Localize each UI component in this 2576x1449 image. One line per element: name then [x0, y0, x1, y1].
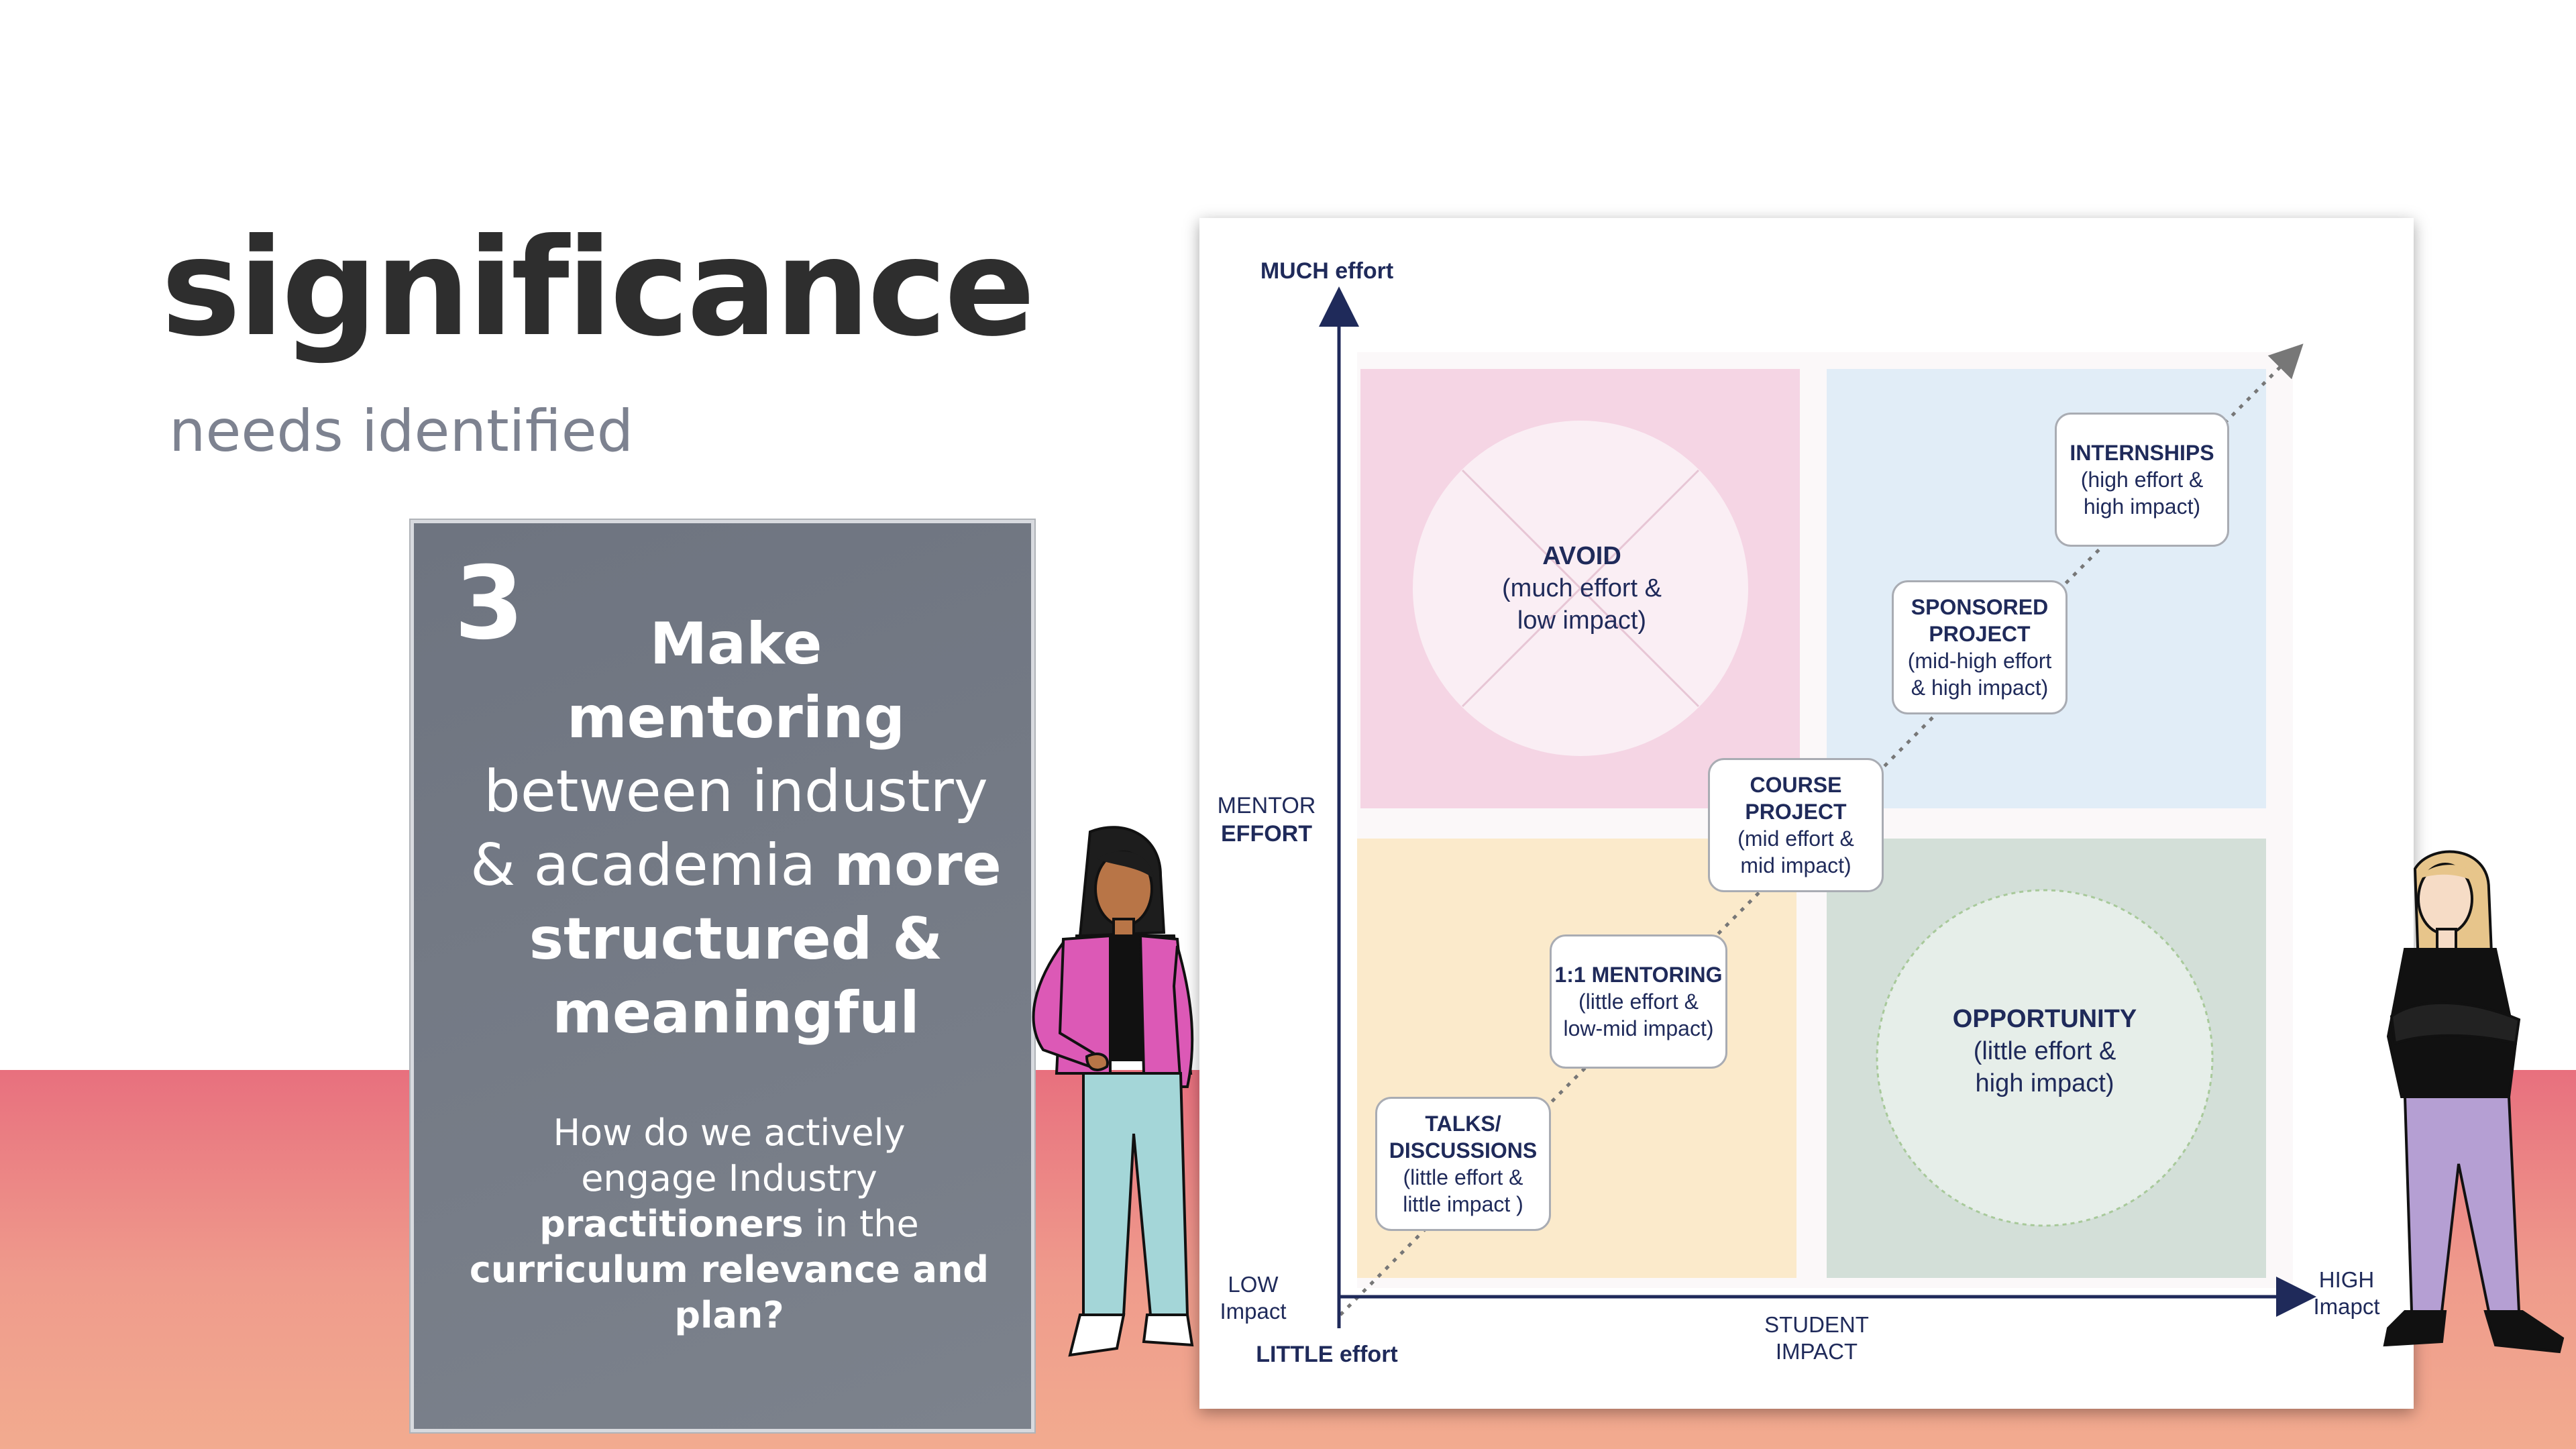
x-axis-low-line: Impact: [1220, 1299, 1287, 1324]
opportunity-desc: (little effort &: [1973, 1037, 2116, 1065]
y-axis-label-line: EFFORT: [1221, 821, 1312, 847]
node-desc: (mid-high effort: [1907, 649, 2052, 673]
node-desc: (high effort &: [2080, 468, 2204, 492]
avoid-title: AVOID: [1542, 542, 1621, 570]
node-internships: INTERNSHIPS (high effort & high impact): [2055, 413, 2229, 547]
y-axis-label: MENTOR EFFORT: [1216, 792, 1317, 848]
node-title: SPONSORED: [1911, 595, 2049, 619]
x-axis-high-line: Imapct: [2313, 1294, 2380, 1319]
card-headline: Make mentoring between industry & academ…: [454, 607, 1018, 1050]
headline-text: mentoring: [566, 684, 906, 751]
need-card: 3 Make mentoring between industry & acad…: [411, 520, 1034, 1432]
opportunity-circle: [1876, 889, 2214, 1227]
opportunity-desc: high impact): [1975, 1069, 2114, 1097]
x-axis-label-line: STUDENT: [1764, 1312, 1869, 1337]
opportunity-title: OPPORTUNITY: [1952, 1005, 2137, 1033]
node-desc: little impact ): [1403, 1192, 1523, 1216]
question-text: plan?: [674, 1294, 784, 1336]
node-title: INTERNSHIPS: [2070, 441, 2214, 465]
avoid-cross-line: [1461, 469, 1700, 708]
node-1-1-mentoring: 1:1 MENTORING (little effort & low-mid i…: [1550, 934, 1727, 1069]
card-number: 3: [454, 545, 525, 662]
x-axis-low-label: LOW Impact: [1210, 1271, 1297, 1325]
avoid-label: AVOID (much effort & low impact): [1468, 540, 1696, 637]
avoid-desc: (much effort &: [1502, 574, 1662, 602]
x-axis-high-line: HIGH: [2318, 1267, 2375, 1292]
card-question: How do we actively engage Industry pract…: [454, 1110, 1004, 1338]
x-axis-high-label: HIGH Imapct: [2300, 1267, 2394, 1320]
page-title: significance: [161, 210, 1035, 366]
headline-text: structured &: [529, 906, 943, 973]
headline-text: meaningful: [552, 979, 920, 1046]
node-talks-discussions: TALKS/ DISCUSSIONS (little effort & litt…: [1375, 1097, 1551, 1231]
headline-text: Make: [649, 610, 822, 678]
node-desc: high impact): [2083, 494, 2201, 519]
node-sponsored-project: SPONSORED PROJECT (mid-high effort & hig…: [1892, 580, 2068, 714]
headline-text: between industry: [484, 758, 988, 825]
node-desc: low-mid impact): [1563, 1016, 1714, 1040]
effort-impact-matrix: MUCH effort MENTOR EFFORT LITTLE effort …: [1199, 218, 2414, 1409]
avoid-desc: low impact): [1517, 606, 1647, 635]
question-text: engage Industry: [581, 1157, 877, 1199]
x-axis-label: STUDENT IMPACT: [1750, 1311, 1884, 1365]
node-course-project: COURSE PROJECT (mid effort & mid impact): [1708, 758, 1884, 892]
question-text: in the: [814, 1203, 919, 1245]
node-desc: (little effort &: [1578, 989, 1699, 1014]
page-subtitle: needs identified: [169, 398, 634, 465]
node-title: COURSE: [1750, 773, 1842, 797]
question-text: curriculum relevance and: [469, 1248, 989, 1291]
question-text: How do we actively: [553, 1112, 906, 1154]
x-axis-low-line: LOW: [1228, 1272, 1279, 1297]
node-title: 1:1 MENTORING: [1554, 963, 1723, 987]
question-text: practitioners: [539, 1203, 804, 1245]
node-desc: mid impact): [1740, 853, 1851, 877]
woman-pink-jacket-illustration: [1032, 826, 1194, 1357]
y-axis-top-label: MUCH effort: [1260, 258, 1394, 284]
node-title: DISCUSSIONS: [1389, 1138, 1538, 1163]
node-title: PROJECT: [1929, 622, 2031, 646]
node-desc: (mid effort &: [1737, 826, 1854, 851]
woman-arms-crossed-illustration: [2383, 850, 2565, 1354]
y-axis-bottom-label: LITTLE effort: [1256, 1342, 1398, 1367]
node-title: TALKS/: [1425, 1112, 1501, 1136]
opportunity-label: OPPORTUNITY (little effort & high impact…: [1911, 1003, 2179, 1099]
x-axis-label-line: IMPACT: [1775, 1339, 1858, 1364]
headline-text: & academia: [470, 832, 816, 899]
y-axis-label-line: MENTOR: [1217, 793, 1316, 818]
node-desc: (little effort &: [1403, 1165, 1523, 1189]
headline-text: more: [834, 832, 1002, 899]
node-desc: & high impact): [1911, 676, 2049, 700]
node-title: PROJECT: [1745, 800, 1847, 824]
